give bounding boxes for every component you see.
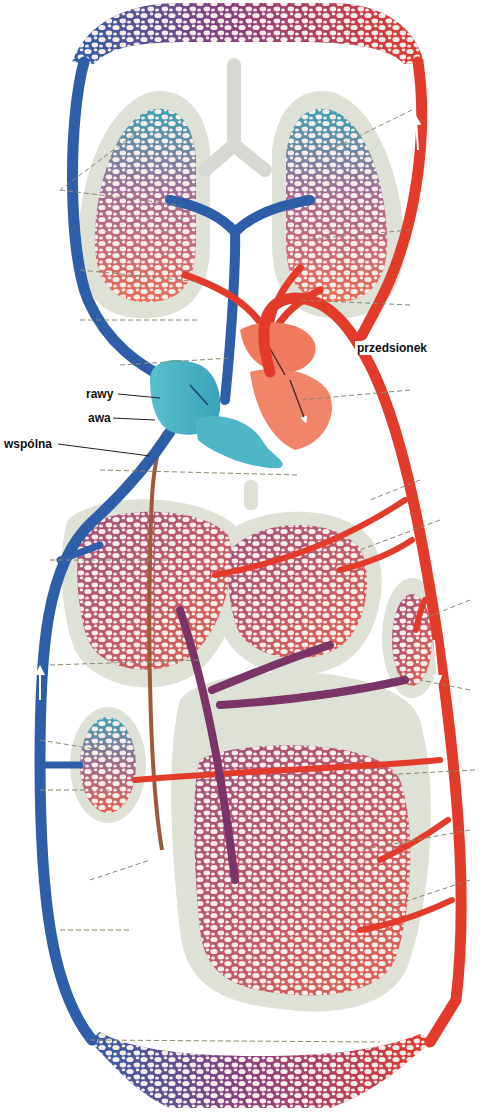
part-label: awa — [86, 411, 113, 425]
part-label: wspólna — [2, 437, 54, 451]
part-label: rawy — [84, 387, 115, 401]
part-label: przedsionek — [355, 341, 429, 355]
